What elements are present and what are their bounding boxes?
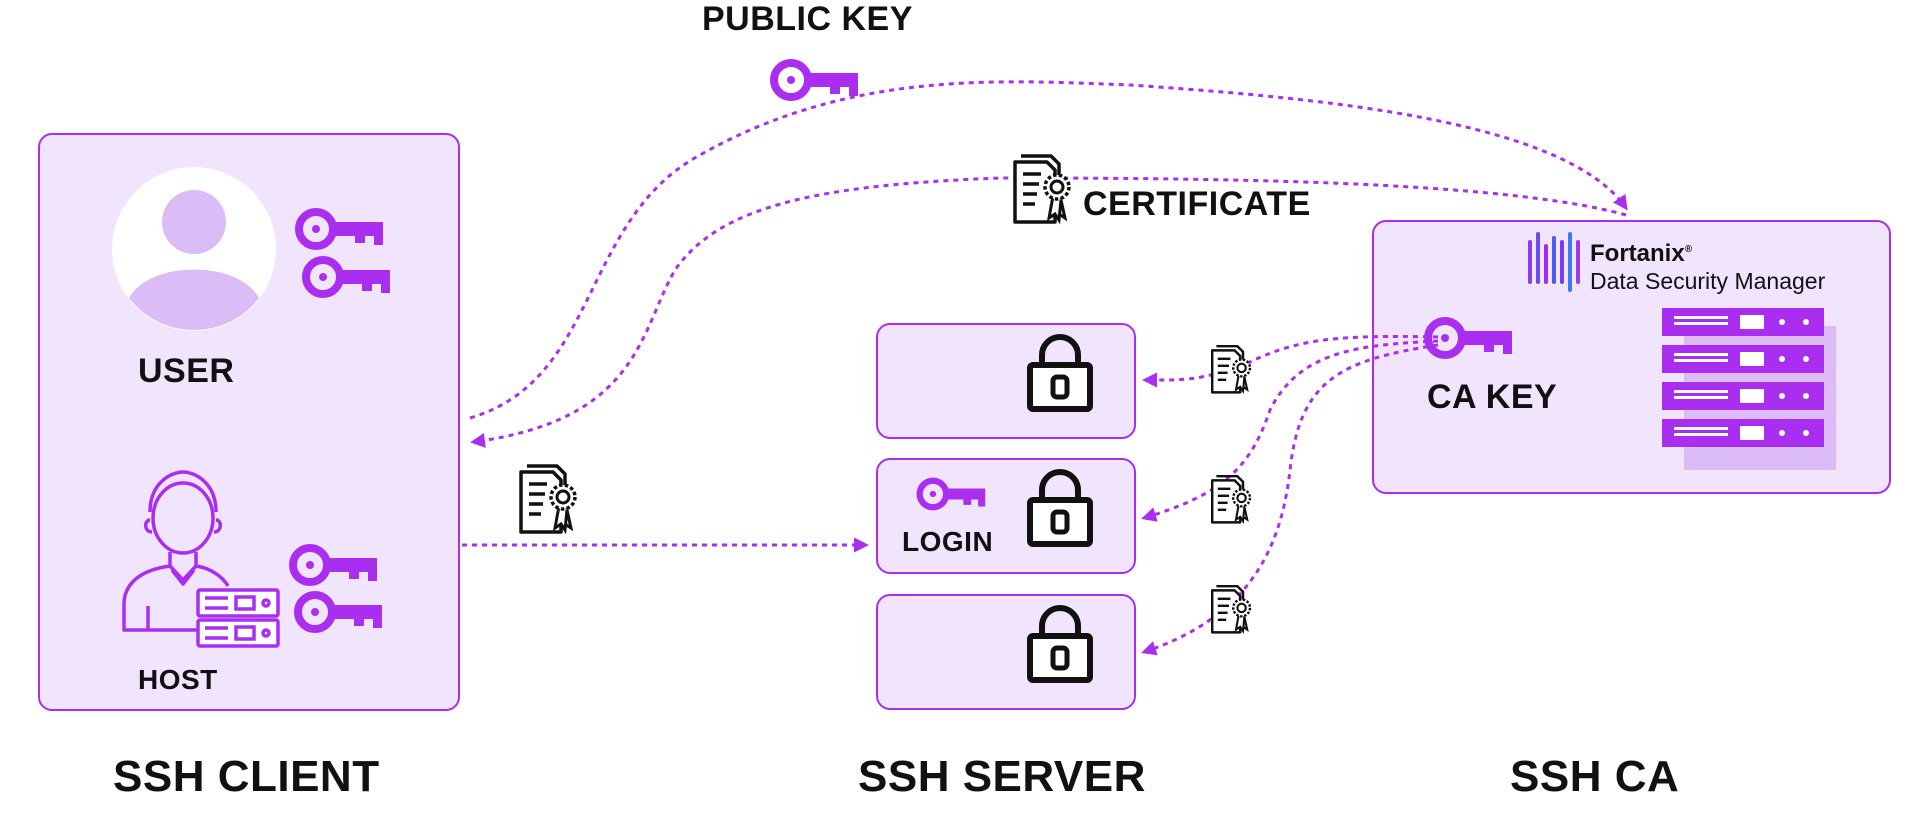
- certificate-icon: [1013, 154, 1071, 224]
- public-key-flow-arrow: [469, 80, 1628, 420]
- user-key-icon-1: [299, 212, 383, 246]
- lock-icon-top: [1030, 337, 1090, 409]
- ssh-server-column-title: SSH SERVER: [858, 752, 1146, 801]
- server-bottom-certificate-icon: [1210, 584, 1252, 634]
- host-key-icon-2: [298, 595, 382, 629]
- certificate-label: CERTIFICATE: [1083, 185, 1311, 223]
- host-key-icon-1: [293, 548, 377, 582]
- lock-icon-login: [1030, 472, 1090, 544]
- host-server-rack-icon: [196, 588, 280, 648]
- ca-key-icon: [1428, 321, 1512, 355]
- host-person-icon: [122, 470, 230, 632]
- ca-to-server-login-arrow: [1141, 339, 1439, 522]
- fortanix-name-text: Fortanix: [1590, 240, 1685, 267]
- public-key-label: PUBLIC KEY: [702, 0, 913, 38]
- fortanix-logo: [1528, 232, 1580, 292]
- fortanix-product-name: Data Security Manager: [1590, 268, 1826, 294]
- ca-server-rack-icon: [1662, 308, 1836, 470]
- server-top-certificate-icon: [1210, 344, 1252, 394]
- ca-to-server-bottom-arrow: [1141, 343, 1439, 656]
- registered-mark: ®: [1684, 244, 1693, 255]
- fortanix-brand-name: Fortanix®: [1590, 240, 1692, 268]
- host-label: HOST: [138, 664, 218, 695]
- user-label: USER: [138, 352, 235, 390]
- lock-icon-bottom: [1030, 608, 1090, 680]
- server-login-certificate-icon: [1210, 474, 1252, 524]
- user-key-icon-2: [306, 260, 390, 294]
- public-key-icon: [774, 63, 858, 97]
- host-certificate-icon: [519, 464, 577, 534]
- certificate-flow-arrow: [470, 176, 1627, 448]
- user-avatar-icon: [112, 167, 276, 331]
- login-key-icon: [920, 481, 986, 508]
- ca-key-label: CA KEY: [1427, 378, 1558, 416]
- ssh-client-column-title: SSH CLIENT: [113, 752, 380, 801]
- ssh-ca-column-title: SSH CA: [1510, 752, 1680, 801]
- login-label: LOGIN: [902, 526, 994, 557]
